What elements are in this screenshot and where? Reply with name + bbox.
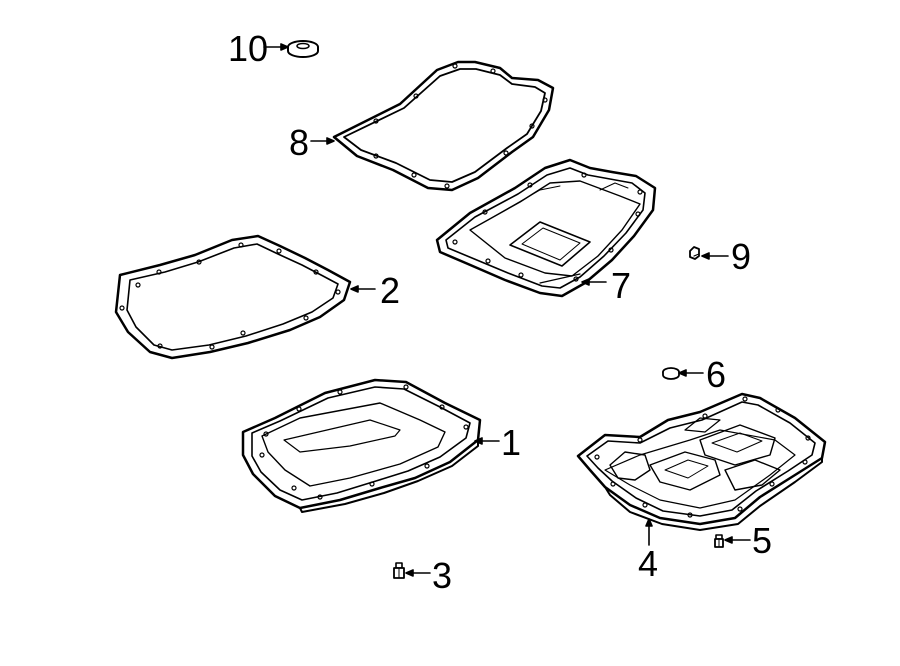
callout-1[interactable]: 1	[501, 422, 522, 463]
callout-8[interactable]: 8	[289, 122, 310, 163]
valve-body-pan-icon[interactable]	[576, 392, 827, 531]
callout-10[interactable]: 10	[228, 28, 269, 69]
callout-3[interactable]: 3	[432, 555, 453, 596]
washer-icon[interactable]	[287, 40, 319, 58]
drain-plug-icon[interactable]	[393, 562, 405, 579]
bolt-icon[interactable]	[714, 534, 724, 548]
filter-gasket-icon[interactable]	[332, 60, 555, 192]
callout-2[interactable]: 2	[380, 270, 401, 311]
callout-6[interactable]: 6	[706, 354, 727, 395]
oil-pan-icon[interactable]	[241, 378, 482, 513]
pan-gasket-icon[interactable]	[114, 234, 352, 360]
callout-9[interactable]: 9	[731, 236, 752, 277]
leader-lines	[263, 43, 751, 577]
filter-pan-icon[interactable]	[435, 158, 657, 298]
bolt-icon[interactable]	[689, 246, 700, 260]
callout-7[interactable]: 7	[611, 265, 632, 306]
callout-4[interactable]: 4	[638, 543, 659, 584]
magnet-icon[interactable]	[662, 367, 680, 380]
callout-5[interactable]: 5	[752, 520, 773, 561]
